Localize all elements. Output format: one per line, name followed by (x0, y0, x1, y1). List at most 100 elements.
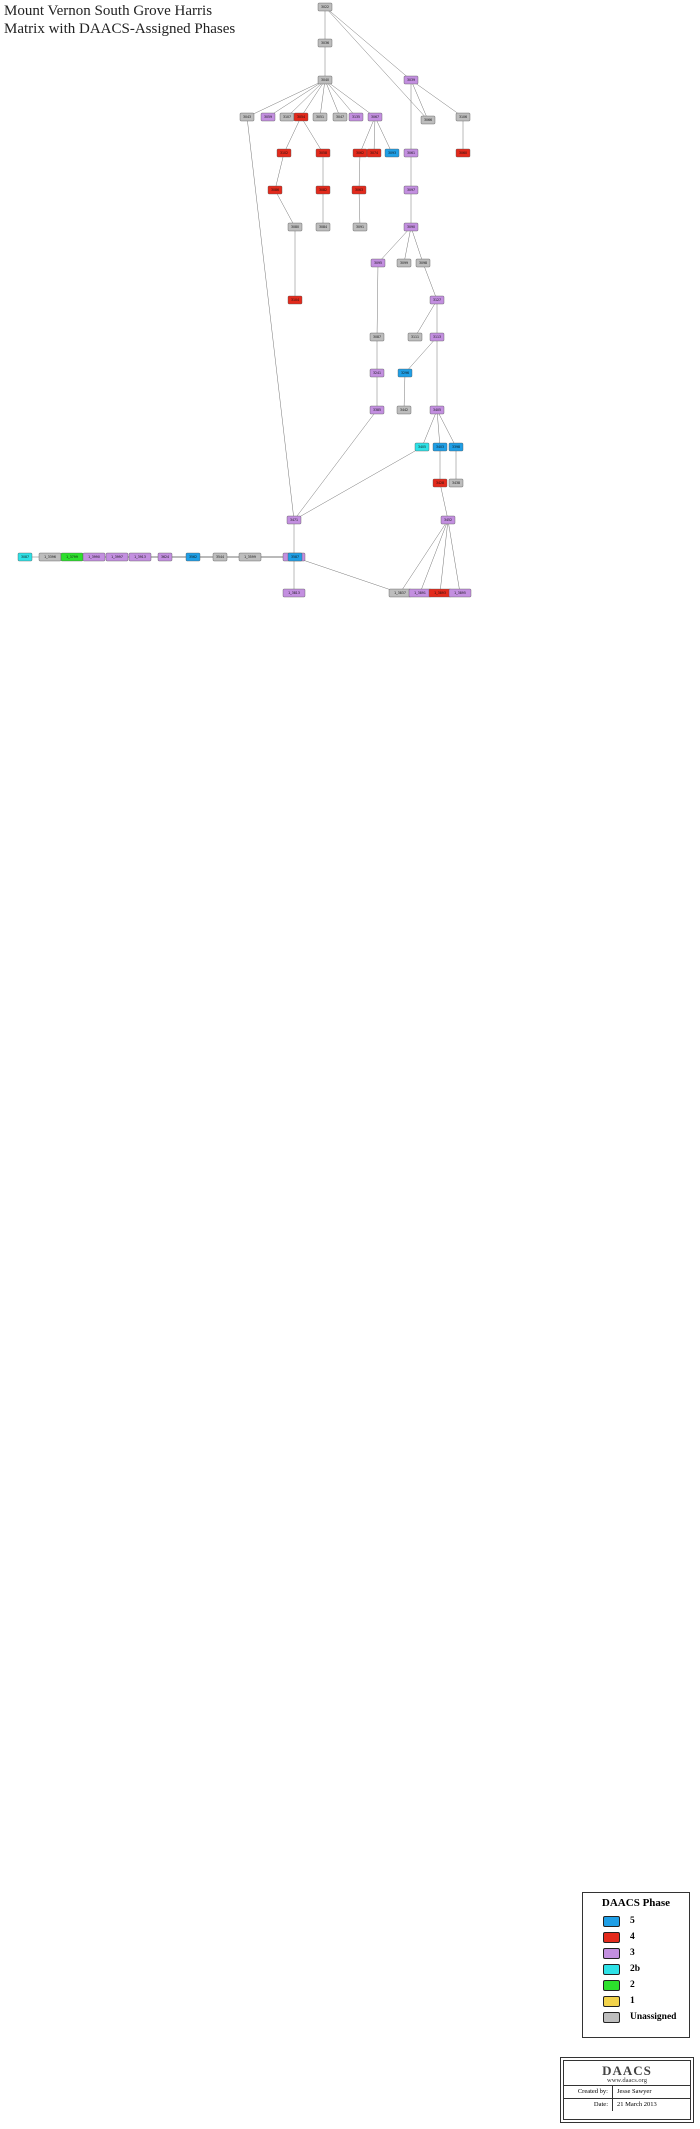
context-node: 1_3913 (128, 552, 152, 562)
context-node-label: 3241 (373, 371, 381, 375)
matrix-edge (403, 226, 412, 264)
matrix-edge (410, 79, 464, 118)
context-node: 3062 (352, 148, 368, 158)
context-node-label: 3066 (424, 118, 432, 122)
context-node-label: 3061 (407, 151, 415, 155)
context-node: 3099 (396, 258, 412, 268)
legend-label: 4 (630, 1932, 635, 1942)
context-node: 1_3813 (282, 588, 306, 598)
matrix-edge (414, 299, 438, 338)
daacs-logo: DAACS (602, 2063, 652, 2078)
legend-item-4: 4 (603, 1929, 689, 1945)
context-node: 3562 (185, 552, 201, 562)
matrix-edge (436, 409, 457, 448)
context-node: 3059 (260, 112, 276, 122)
matrix-edge (246, 116, 295, 521)
context-node: 3385 (369, 405, 385, 415)
context-node-label: 3296 (401, 371, 409, 375)
matrix-edge (324, 6, 412, 81)
context-node: 3091 (352, 222, 368, 232)
context-node: 3084 (315, 222, 331, 232)
context-node-label: 3047 (336, 115, 344, 119)
context-node-box (448, 442, 464, 452)
context-node-label: 3385 (373, 408, 381, 412)
context-node-label: 1_3837 (394, 591, 406, 595)
matrix-edge (447, 519, 461, 594)
phase-legend: DAACS Phase 5 4 3 2b 2 1 Unassigned (582, 1892, 690, 2038)
context-node: 3471 (286, 515, 302, 525)
matrix-edge (404, 336, 438, 374)
context-node-label: 3113 (433, 335, 441, 339)
context-node-label: 3098 (419, 261, 427, 265)
matrix-edge (422, 262, 438, 301)
matrix-edge (274, 152, 285, 191)
context-node-box (396, 258, 412, 268)
context-node: 3060 (455, 148, 471, 158)
context-node-box (238, 552, 262, 562)
matrix-edge (300, 79, 326, 118)
context-node-label: 1_3997 (111, 555, 123, 559)
context-node: 3095 (370, 258, 386, 268)
context-node-label: 3405 (418, 445, 426, 449)
context-node-label: 3082 (319, 188, 327, 192)
created-by-row: Created by: Jesse Sawyer (564, 2085, 690, 2098)
legend-label: 2b (630, 1964, 641, 1974)
context-node: 1_3990 (82, 552, 106, 562)
context-node-label: 1_3990 (88, 555, 100, 559)
legend-label: 2 (630, 1980, 635, 1990)
context-node-label: 3093 (388, 151, 396, 155)
context-node-box (17, 552, 33, 562)
matrix-edge (324, 79, 376, 118)
context-node-box (448, 588, 472, 598)
context-node: 3438 (448, 478, 464, 488)
matrix-edge (410, 79, 429, 121)
date-row: Date: 21 March 2013 (564, 2098, 690, 2111)
context-node-box (351, 185, 367, 195)
context-node-box (370, 258, 386, 268)
context-node: 3113 (429, 332, 445, 342)
created-by-value: Jesse Sawyer (617, 2088, 652, 2095)
context-node: 3135 (348, 112, 364, 122)
context-node-box (239, 112, 255, 122)
matrix-edge (274, 189, 296, 228)
context-node: 1_3396 (38, 552, 62, 562)
context-node: 1_3997 (105, 552, 129, 562)
context-node-label: 1_3895 (454, 591, 466, 595)
matrix-edge (439, 519, 449, 594)
matrix-edge (373, 116, 376, 154)
context-node: 3043 (239, 112, 255, 122)
context-node-label: 3438 (452, 481, 460, 485)
context-node-box (82, 552, 106, 562)
context-node-label: 1_3813 (288, 591, 300, 595)
context-node-label: 3107 (283, 115, 291, 119)
context-node-label: 3060 (459, 151, 467, 155)
context-node: 3106 (455, 112, 471, 122)
matrix-edge (374, 116, 393, 154)
context-node-box (286, 515, 302, 525)
matrix-edge (286, 79, 326, 118)
context-node-label: 1_3893 (434, 591, 446, 595)
legend-label: 5 (630, 1916, 635, 1926)
context-node-label: 3111 (411, 335, 419, 339)
matrix-edge (436, 409, 441, 448)
context-node-label: 3544 (216, 555, 224, 559)
context-node-box (455, 148, 471, 158)
matrix-edge (300, 116, 324, 154)
context-node: 3587 (287, 552, 303, 562)
title-line-2: Matrix with DAACS-Assigned Phases (4, 21, 236, 37)
context-node: 3051 (312, 112, 328, 122)
context-node-box (317, 2, 333, 12)
context-node-label: 3135 (352, 115, 360, 119)
context-node: 3074 (366, 148, 382, 158)
matrix-edge (439, 482, 449, 521)
legend-label: 1 (630, 1996, 635, 2006)
context-node-box (267, 185, 283, 195)
context-node: 1_3599 (238, 552, 262, 562)
context-node: 3040 (317, 75, 333, 85)
credit-inner: DAACS www.daacs.org Created by: Jesse Sa… (563, 2060, 691, 2120)
context-node-box (348, 112, 364, 122)
context-node-label: 1_3913 (134, 555, 146, 559)
context-node: 3061 (403, 148, 419, 158)
context-node-label: 1_3891 (414, 591, 426, 595)
